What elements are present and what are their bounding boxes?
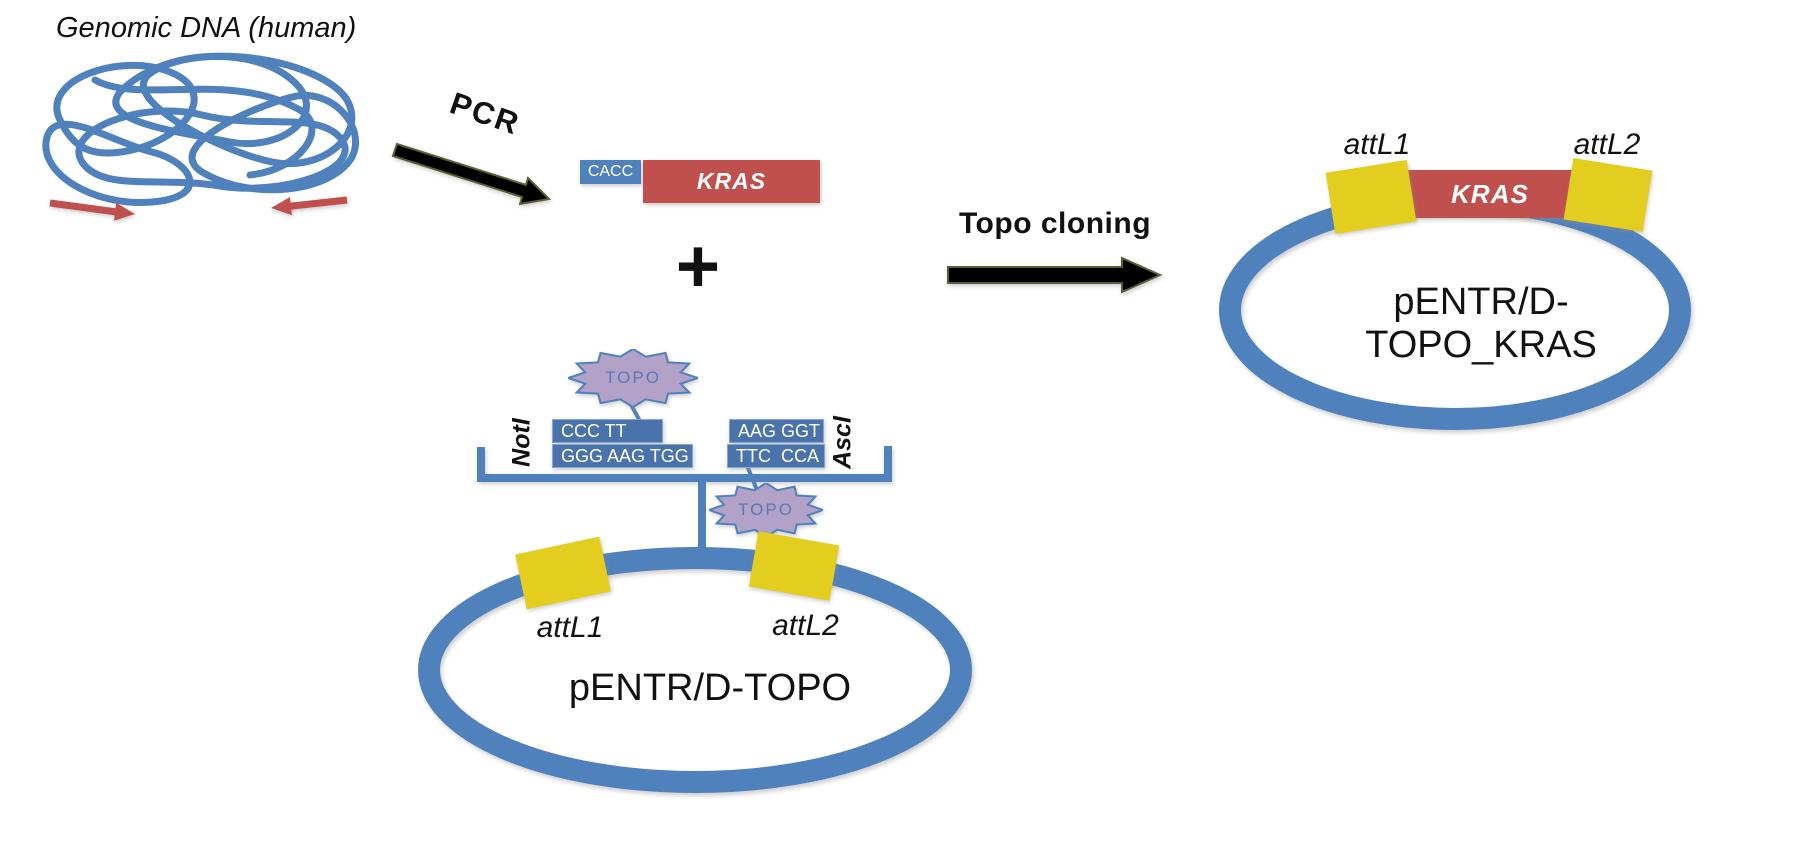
genomic-dna-label: Genomic DNA (human) — [56, 12, 357, 44]
asci-enzyme-label: AscI — [828, 416, 857, 469]
asci-seq-bottom-box: TTC CCA — [727, 444, 825, 468]
asci-seq-top-box: AAG GGT — [729, 419, 824, 443]
genomic-dna-tangle-icon — [42, 52, 360, 206]
product-plasmid-name: pENTR/D-TOPO_KRAS — [1365, 281, 1597, 366]
noti-enzyme-label: NotI — [507, 418, 536, 467]
product-attl1-label: attL1 — [1343, 128, 1411, 161]
noti-seq-bottom-box: GGG AAG TGG — [552, 444, 693, 468]
topo-enzyme-top-label: TOPO — [605, 368, 661, 387]
topo-enzyme-top: TOPO — [568, 349, 698, 407]
vector-bracket — [477, 446, 892, 482]
forward-primer-arrow-icon — [49, 199, 135, 221]
entry-plasmid-ring — [418, 547, 972, 793]
kras-pcr-product-box: KRAS — [643, 160, 820, 203]
entry-plasmid-name: pENTR/D-TOPO — [568, 667, 852, 709]
cacc-overhang-box: CACC — [580, 160, 641, 184]
product-attl1-box — [1325, 159, 1417, 235]
noti-seq-top-box: CCC TT — [552, 419, 663, 443]
topo-burst-icon — [709, 483, 823, 537]
pcr-arrow-icon — [391, 142, 552, 206]
product-kras-insert-text: KRAS — [1451, 179, 1529, 209]
cacc-overhang-text: CACC — [587, 163, 634, 180]
topo-cloning-step-label: Topo cloning — [958, 207, 1152, 240]
topo-burst-icon — [568, 349, 698, 407]
plus-operator: + — [675, 224, 721, 309]
product-attl2-label: attL2 — [1573, 128, 1641, 161]
reverse-primer-arrow-icon — [271, 196, 348, 216]
entry-attl2-label: attL2 — [772, 609, 839, 642]
topo-cloning-arrow-icon — [947, 256, 1163, 294]
product-kras-insert-box: KRAS — [1408, 170, 1572, 218]
product-attl2-box — [1563, 158, 1653, 232]
topo-enzyme-bottom-label: TOPO — [738, 500, 794, 519]
entry-attl1-label: attL1 — [536, 611, 604, 644]
kras-pcr-product-text: KRAS — [696, 168, 767, 194]
topo-enzyme-bottom: TOPO — [709, 483, 823, 537]
